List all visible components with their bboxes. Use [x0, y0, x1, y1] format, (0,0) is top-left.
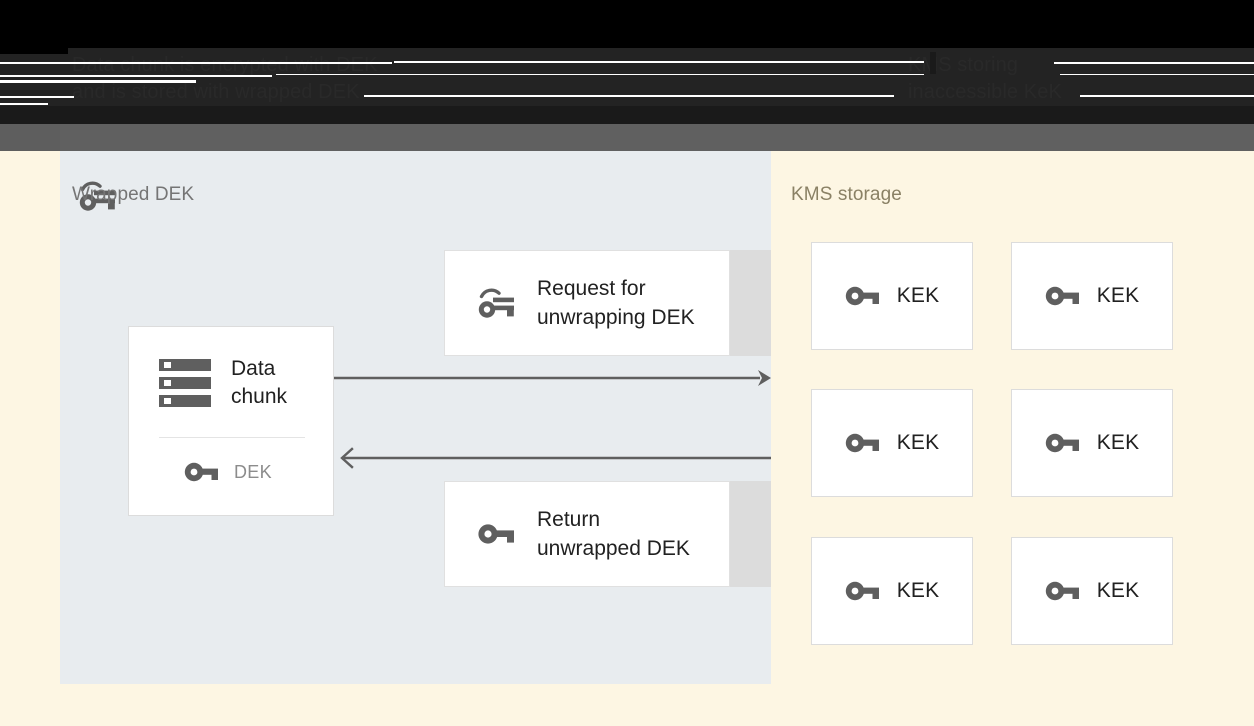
toolbar-band-notch	[0, 124, 60, 151]
caption-right: KMS storing inaccessible KeK	[908, 54, 1062, 103]
glitch-artifact	[0, 48, 68, 54]
wrapped-key-icon	[478, 288, 514, 318]
kek-box[interactable]: KEK	[1011, 537, 1173, 645]
key-icon	[845, 581, 879, 601]
kms-storage-title: KMS storage	[791, 184, 902, 205]
return-arrow	[340, 447, 771, 469]
data-chunk-header: Data chunk	[159, 355, 287, 411]
glitch-artifact	[0, 103, 48, 105]
request-message-card[interactable]: Request for unwrapping DEK	[444, 250, 730, 356]
glitch-artifact	[364, 95, 894, 97]
data-chunk-card[interactable]: Data chunk DEK	[128, 326, 334, 516]
return-message-card[interactable]: Return unwrapped DEK	[444, 481, 730, 587]
caption-left: Data chunk is encrypted with DEK and is …	[72, 54, 378, 103]
kek-label: KEK	[896, 431, 940, 454]
wrapped-dek-title: Wrapped DEK	[72, 184, 195, 205]
request-message-text: Request for unwrapping DEK	[537, 277, 695, 329]
key-icon	[1045, 286, 1079, 306]
request-card-strip	[730, 250, 771, 356]
glitch-artifact	[1060, 74, 1254, 75]
key-icon	[184, 462, 218, 482]
dek-label: DEK	[234, 461, 272, 482]
kek-box[interactable]: KEK	[1011, 389, 1173, 497]
return-message-text: Return unwrapped DEK	[537, 508, 690, 560]
key-icon	[478, 524, 514, 544]
kek-box[interactable]: KEK	[811, 242, 973, 350]
data-chunk-label: Data chunk	[231, 357, 288, 408]
server-storage-icon	[159, 359, 211, 407]
glitch-artifact	[1080, 95, 1254, 97]
kek-label: KEK	[896, 579, 940, 602]
key-icon	[1045, 581, 1079, 601]
data-chunk-divider	[159, 437, 305, 438]
key-icon	[845, 286, 879, 306]
key-icon	[1045, 433, 1079, 453]
glitch-artifact	[1054, 62, 1254, 64]
header-band: Data chunk is encrypted with DEK and is …	[0, 0, 1254, 124]
kek-label: KEK	[1096, 284, 1140, 307]
glitch-artifact	[0, 106, 1254, 124]
request-arrow	[334, 370, 771, 386]
glitch-artifact	[394, 61, 924, 63]
kek-label: KEK	[896, 284, 940, 307]
toolbar-band	[0, 124, 1254, 151]
dek-row: DEK	[184, 459, 272, 485]
kek-label: KEK	[1096, 579, 1140, 602]
kek-box[interactable]: KEK	[811, 389, 973, 497]
wrapped-key-icon	[79, 181, 115, 211]
glitch-artifact	[0, 96, 74, 98]
return-card-strip	[730, 481, 771, 587]
header-top-fill	[0, 0, 1254, 48]
kek-label: KEK	[1096, 431, 1140, 454]
key-icon	[845, 433, 879, 453]
kek-box[interactable]: KEK	[1011, 242, 1173, 350]
kek-box[interactable]: KEK	[811, 537, 973, 645]
